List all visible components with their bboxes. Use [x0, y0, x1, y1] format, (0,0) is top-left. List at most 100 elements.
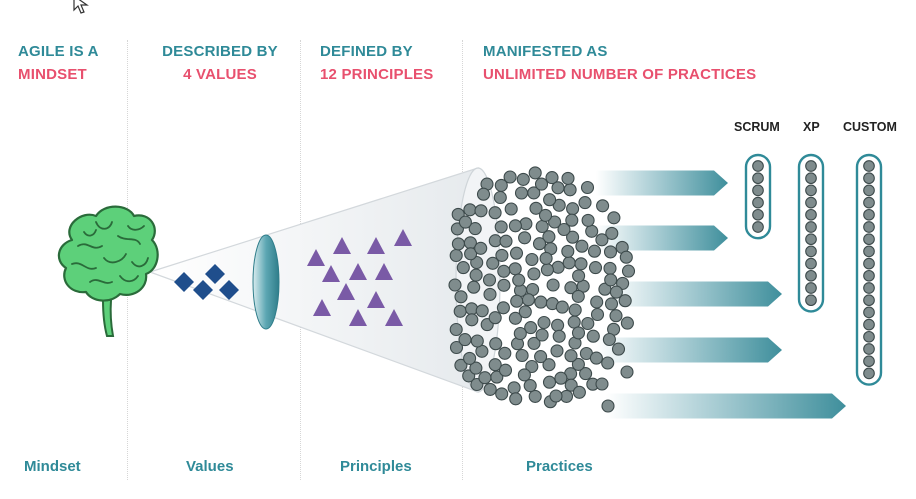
- practice-dot: [554, 371, 568, 385]
- practice-dot: [621, 264, 636, 278]
- header-values: DESCRIBED BY 4 VALUES: [156, 40, 284, 86]
- practice-dot: [618, 294, 632, 308]
- practice-dot: [467, 280, 481, 294]
- practice-dot: [456, 261, 470, 275]
- practice-dot: [448, 278, 462, 292]
- practice-dot: [474, 241, 488, 255]
- practice-dot: [449, 340, 464, 355]
- practice-dot: [581, 316, 595, 331]
- practice-dot: [581, 213, 595, 227]
- practice-dot: [619, 250, 633, 264]
- header-principles-line2: 12 PRINCIPLES: [320, 66, 434, 83]
- practice-dot: [863, 221, 875, 233]
- practice-dot: [564, 349, 578, 363]
- practice-dot: [507, 381, 521, 395]
- practice-dot: [489, 337, 503, 351]
- practice-dot: [498, 363, 513, 377]
- practice-dot: [499, 234, 513, 248]
- practice-dot: [523, 379, 537, 393]
- practice-dot: [568, 303, 582, 317]
- practice-dot: [805, 208, 817, 221]
- practice-dot: [542, 375, 557, 389]
- practice-arrow: [596, 225, 728, 251]
- practice-dot: [805, 294, 817, 307]
- practice-dot: [509, 392, 523, 406]
- value-diamond: [174, 272, 194, 292]
- practice-dot: [805, 221, 817, 233]
- header-practices: MANIFESTED AS UNLIMITED NUMBER OF PRACTI…: [483, 40, 756, 86]
- practice-dot: [483, 287, 497, 301]
- practice-dot: [551, 318, 565, 332]
- practice-dots: [448, 166, 636, 413]
- practice-dot: [542, 358, 556, 372]
- practice-dot: [451, 237, 465, 251]
- brain-icon: [57, 205, 159, 337]
- practice-dot: [572, 385, 586, 399]
- practice-dot: [561, 171, 575, 185]
- practice-dot: [863, 269, 875, 282]
- practice-dot: [575, 239, 589, 253]
- practice-dot: [609, 285, 623, 299]
- practice-dot: [557, 222, 571, 237]
- header-practices-line1: MANIFESTED AS: [483, 43, 608, 60]
- practice-dot: [550, 344, 564, 358]
- footer-practices: Practices: [526, 458, 593, 475]
- framework-capsules: [744, 153, 883, 386]
- practice-dot: [589, 351, 603, 365]
- practice-dot: [488, 311, 502, 325]
- principle-triangle: [367, 237, 385, 254]
- practice-dot: [567, 315, 581, 329]
- practice-dot: [488, 206, 502, 220]
- practice-dot: [540, 263, 554, 277]
- practice-dot: [604, 297, 619, 311]
- practice-dot: [805, 233, 817, 246]
- principle-triangle: [375, 263, 393, 280]
- practice-dot: [527, 336, 541, 350]
- practice-dot: [580, 180, 595, 195]
- framework-label-custom: CUSTOM: [843, 120, 897, 134]
- practice-dot: [555, 300, 569, 314]
- practice-arrow: [596, 337, 782, 363]
- values-diamonds: [174, 264, 239, 300]
- practice-dot: [805, 257, 817, 270]
- practice-dot: [463, 203, 477, 217]
- practice-dot: [863, 172, 875, 185]
- practice-dot: [519, 217, 533, 231]
- header-practices-line2: UNLIMITED NUMBER OF PRACTICES: [483, 66, 757, 83]
- practice-dot: [620, 365, 634, 379]
- framework-label-xp: XP: [803, 120, 820, 134]
- practice-dot: [465, 302, 479, 316]
- practice-dot: [586, 329, 600, 343]
- practice-dot: [601, 399, 615, 413]
- practice-dot: [454, 290, 468, 304]
- value-diamond: [205, 264, 225, 284]
- practice-dot: [496, 301, 510, 315]
- practice-dot: [603, 261, 617, 275]
- practice-dot: [863, 282, 875, 294]
- principle-triangle: [313, 299, 331, 316]
- practice-dot: [495, 387, 509, 401]
- header-principles-line1: DEFINED BY: [320, 43, 413, 60]
- practice-dot: [497, 264, 511, 278]
- practice-dot: [469, 361, 483, 375]
- practice-dot: [524, 321, 538, 335]
- practice-dot: [863, 208, 875, 221]
- practice-arrow: [596, 170, 728, 196]
- practice-dot: [571, 326, 586, 340]
- practice-dot: [503, 170, 517, 184]
- practice-dot: [863, 160, 875, 172]
- practice-dot: [585, 224, 599, 238]
- practice-dot: [551, 260, 565, 274]
- practice-dot: [518, 305, 532, 319]
- value-diamond: [219, 280, 239, 300]
- principles-triangles: [307, 229, 412, 326]
- practice-dot: [595, 377, 609, 391]
- mouse-cursor-icon: [73, 0, 89, 14]
- practice-dot: [504, 202, 518, 216]
- practice-dot: [545, 171, 559, 185]
- practice-dot: [552, 329, 566, 343]
- practice-dot: [579, 367, 593, 381]
- footer-principles: Principles: [340, 458, 412, 475]
- practice-arrow: [606, 393, 846, 419]
- practice-dot: [752, 160, 764, 172]
